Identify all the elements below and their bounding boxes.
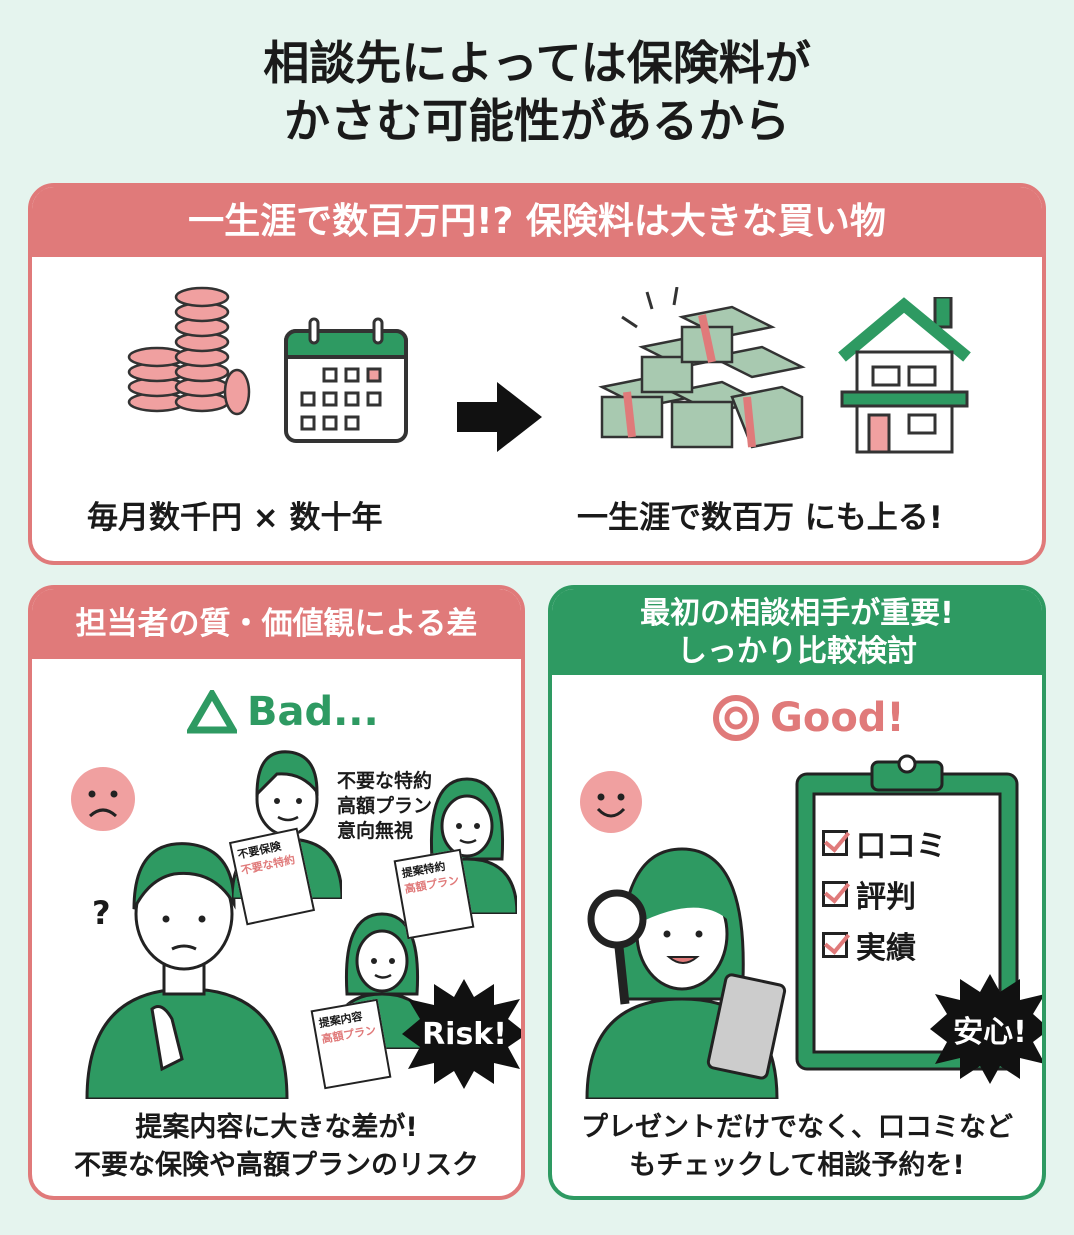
good-panel-summary: プレゼントだけでなく、口コミなど もチェックして相談予約を! xyxy=(552,1109,1042,1185)
house-icon xyxy=(838,297,971,454)
question-mark: ? xyxy=(92,894,111,932)
good-label: Good! xyxy=(770,695,905,741)
woman-with-tablet-illustration xyxy=(585,847,787,1099)
summary-line: 提案内容に大きな差が! xyxy=(135,1112,418,1143)
good-panel: 最初の相談相手が重要! しっかり比較検討 Good! 口コミ 評判 実績 安心!… xyxy=(548,585,1046,1200)
left-caption: 毎月数千円 × 数十年 xyxy=(87,500,383,536)
title-line-2: かさむ可能性があるから xyxy=(284,94,790,148)
checklist-item: 口コミ xyxy=(822,821,946,865)
checkbox-checked-icon xyxy=(822,932,848,958)
bad-panel-summary: 提案内容に大きな差が! 不要な保険や高額プランのリスク xyxy=(32,1109,521,1185)
burst-shape xyxy=(930,974,1042,1084)
speech-line: 不要な特約 xyxy=(337,770,433,792)
cost-panel: 一生涯で数百万円!? 保険料は大きな買い物 毎月数千円 × 数十年 xyxy=(28,183,1046,565)
risk-burst: Risk! xyxy=(402,979,521,1089)
risk-label: Risk! xyxy=(422,1016,507,1052)
page-title: 相談先によっては保険料が かさむ可能性があるから xyxy=(0,34,1074,150)
relief-burst: 安心! xyxy=(930,974,1042,1084)
right-caption: 一生涯で数百万 にも上る! xyxy=(577,500,943,536)
triangle-icon xyxy=(187,690,237,734)
confused-man-illustration xyxy=(85,842,289,1099)
document: 提案特約 高額プラン xyxy=(393,848,475,940)
checklist-item: 評判 xyxy=(822,872,916,916)
arrow-right-icon xyxy=(457,382,542,452)
checkbox-checked-icon xyxy=(822,830,848,856)
burst-shape xyxy=(402,979,521,1089)
header-line: 最初の相談相手が重要! xyxy=(640,596,954,631)
calendar-icon xyxy=(284,317,408,443)
smile-face-icon xyxy=(580,771,642,833)
bad-panel: 担当者の質・価値観による差 Bad... ? 不要な特約 高額プラン 意向無視 xyxy=(28,585,525,1200)
summary-line: 不要な保険や高額プランのリスク xyxy=(74,1150,479,1181)
summary-line: プレゼントだけでなく、口コミなど xyxy=(581,1112,1013,1143)
speech-line: 高額プラン xyxy=(337,795,433,817)
checklist-label: 口コミ xyxy=(856,829,946,864)
speech-notes: 不要な特約 高額プラン 意向無視 xyxy=(337,769,432,844)
title-line-1: 相談先によっては保険料が xyxy=(263,36,811,90)
relief-label: 安心! xyxy=(953,1015,1027,1050)
document: 提案内容 高額プラン xyxy=(310,998,392,1090)
checklist-label: 実績 xyxy=(856,931,916,966)
checklist-label: 評判 xyxy=(856,880,916,915)
cost-panel-header: 一生涯で数百万円!? 保険料は大きな買い物 xyxy=(32,187,1042,257)
coins-icon xyxy=(127,286,251,416)
double-circle-icon xyxy=(713,695,759,741)
good-panel-header: 最初の相談相手が重要! しっかり比較検討 xyxy=(552,589,1042,675)
header-line: しっかり比較検討 xyxy=(677,634,917,669)
sad-face-icon xyxy=(71,767,135,831)
bad-label: Bad... xyxy=(247,689,379,735)
summary-line: もチェックして相談予約を! xyxy=(629,1150,965,1181)
bad-badge: Bad... xyxy=(187,689,379,735)
bad-panel-header: 担当者の質・価値観による差 xyxy=(32,589,521,659)
speech-line: 意向無視 xyxy=(337,820,414,842)
money-stack-icon xyxy=(598,287,806,449)
checkbox-checked-icon xyxy=(822,881,848,907)
good-badge: Good! xyxy=(712,694,905,742)
clipboard-icon xyxy=(795,754,1019,1071)
checklist-item: 実績 xyxy=(822,923,916,967)
